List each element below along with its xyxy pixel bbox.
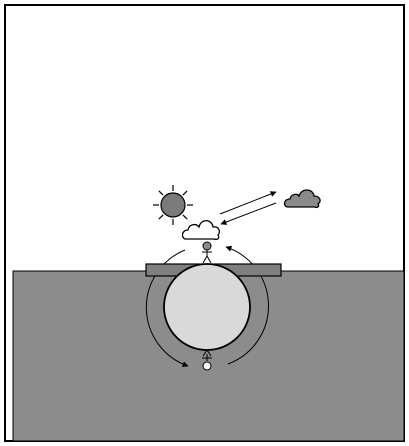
cloud-icon-near bbox=[181, 219, 220, 241]
sun-icon bbox=[153, 185, 193, 225]
globe bbox=[163, 263, 251, 351]
figure-top bbox=[202, 241, 212, 264]
sun-ray bbox=[182, 214, 188, 220]
cloud-icon-far bbox=[283, 189, 321, 209]
figure-bottom-head bbox=[202, 361, 212, 371]
sun-ray bbox=[182, 190, 188, 196]
figure-top-head bbox=[202, 241, 212, 251]
orbit-arrow-left bbox=[145, 249, 189, 368]
figure-bottom bbox=[202, 349, 212, 371]
sun-ray bbox=[158, 190, 164, 196]
arrow-to-far-cloud bbox=[219, 191, 277, 215]
sun-ray bbox=[158, 214, 164, 220]
orbit-arrow-right bbox=[225, 245, 269, 365]
arrow-to-near-cloud bbox=[220, 202, 277, 225]
